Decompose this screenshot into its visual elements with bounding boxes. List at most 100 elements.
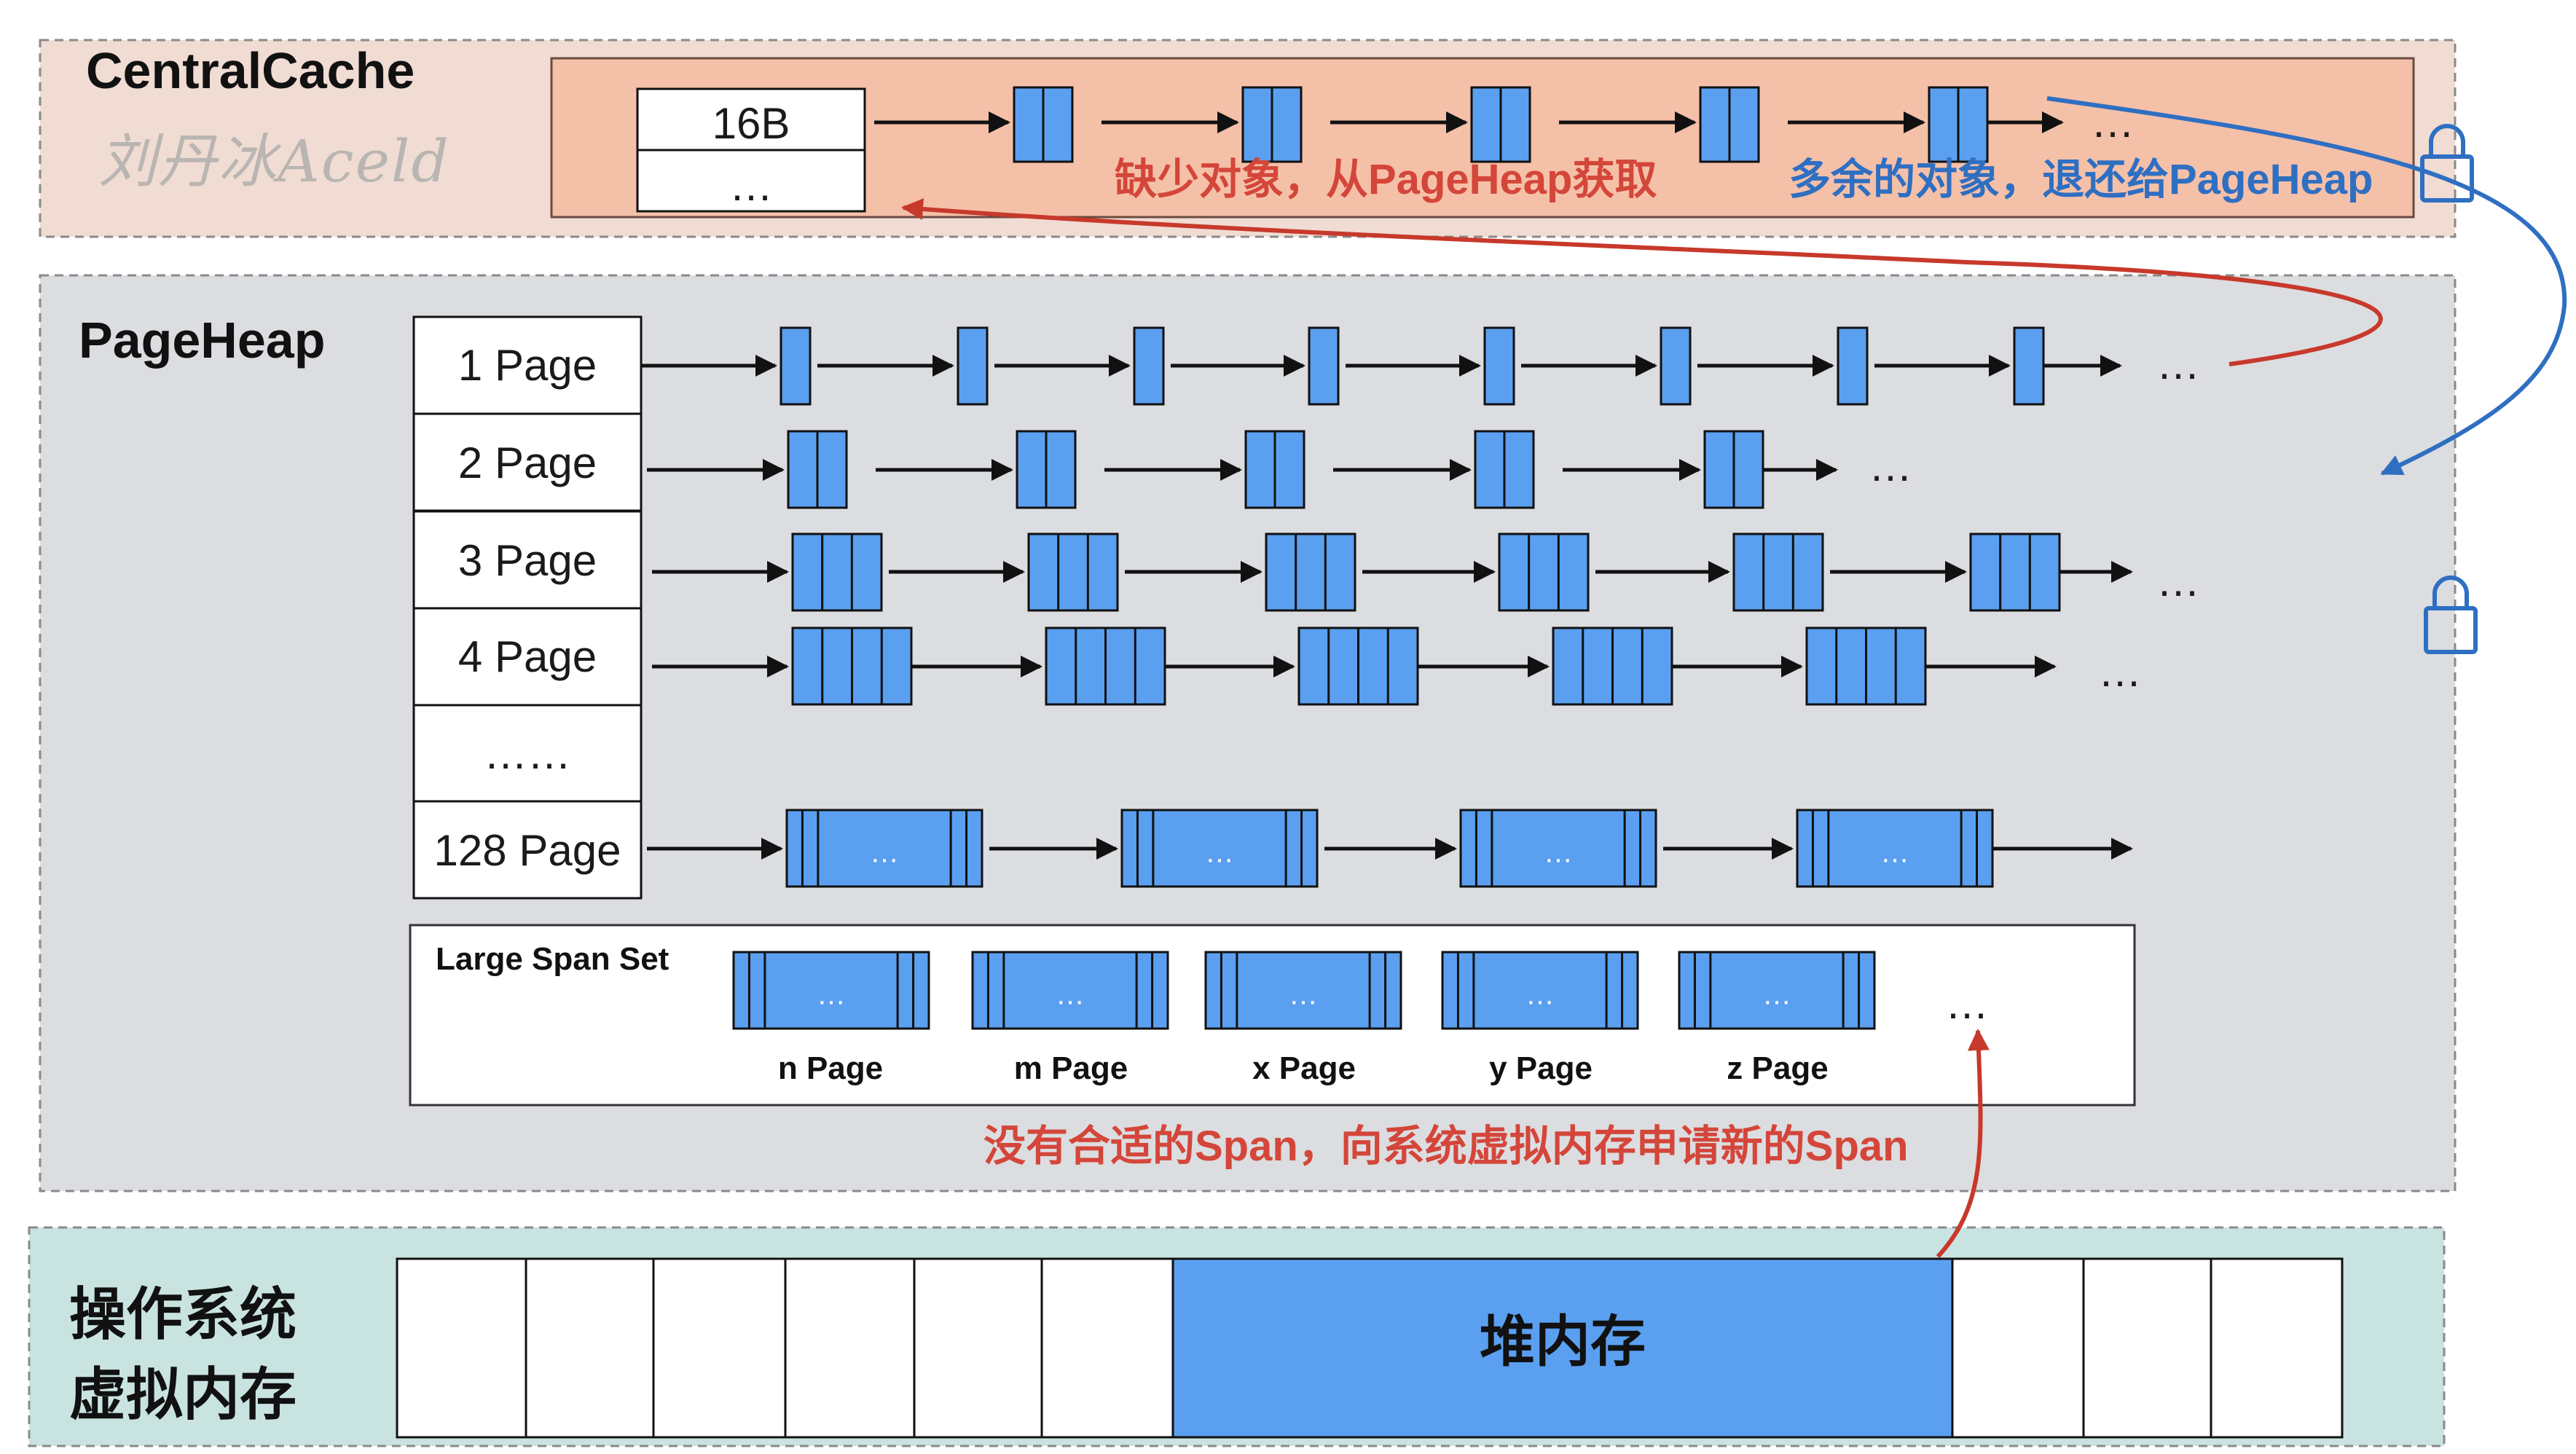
- return-arrow: [2046, 96, 2567, 476]
- virtual-memory-strip: [396, 1257, 2344, 1439]
- span-block: [787, 430, 848, 509]
- svg-text:…: …: [817, 978, 846, 1010]
- span-block: …: [971, 951, 1169, 1030]
- memory-page: [913, 1257, 1043, 1439]
- row-label-4-page: 4 Page: [458, 632, 597, 681]
- os-title-line2: 虚拟内存: [69, 1362, 297, 1426]
- table-cell: [412, 412, 643, 512]
- span-block: [1265, 533, 1356, 612]
- fetch-message: 缺少对象，从PageHeap获取: [1115, 156, 1657, 203]
- svg-text:…: …: [1289, 978, 1318, 1010]
- span-block: [1470, 86, 1531, 163]
- large-span-label: n Page: [777, 1050, 884, 1086]
- large-span-set-title: Large Span Set: [436, 941, 669, 977]
- watermark: 刘丹冰Aceld: [98, 127, 450, 195]
- central-cache-title: CentralCache: [86, 42, 415, 99]
- memory-page: [1040, 1257, 1174, 1439]
- large-span-label: x Page: [1252, 1050, 1356, 1086]
- row-label-1-page: 1 Page: [458, 341, 597, 390]
- row-label-ellipsis: ……: [484, 729, 571, 778]
- large-span-ellipsis: …: [1945, 979, 1989, 1028]
- span-block: [791, 626, 913, 706]
- span-block: …: [785, 809, 983, 888]
- span-block: [1732, 533, 1824, 612]
- svg-text:…: …: [1056, 978, 1085, 1010]
- memory-page: [396, 1257, 527, 1439]
- span-block: [1928, 86, 1989, 163]
- size-class-cell: [636, 149, 866, 213]
- row-ellipsis-3: …: [2156, 557, 2200, 605]
- span-block: [1308, 326, 1340, 406]
- memory-page: [2082, 1257, 2212, 1439]
- central-list-ellipsis: …: [2091, 98, 2135, 146]
- row-ellipsis-2: …: [1869, 441, 1912, 490]
- span-block: [1027, 533, 1119, 612]
- memory-page: [525, 1257, 655, 1439]
- span-block: [780, 326, 812, 406]
- span-block: [1241, 86, 1303, 163]
- svg-text:…: …: [1762, 978, 1791, 1010]
- span-block: …: [1120, 809, 1319, 888]
- svg-text:…: …: [1544, 836, 1573, 868]
- memory-page: [1951, 1257, 2085, 1439]
- row-ellipsis-4: …: [2098, 647, 2142, 696]
- span-block: …: [732, 951, 930, 1030]
- table-cell: [412, 704, 643, 803]
- span-block: [1699, 86, 1760, 163]
- span-block: [1552, 626, 1673, 706]
- span-block: [1805, 626, 1927, 706]
- heap-memory-block: [1171, 1257, 1954, 1439]
- size-class-cell: [636, 87, 866, 152]
- row-label-3-page: 3 Page: [458, 536, 597, 585]
- span-block: [1013, 86, 1074, 163]
- return-message: 多余的对象，退还给PageHeap: [1788, 156, 2373, 203]
- row-label-2-page: 2 Page: [458, 439, 597, 487]
- span-block: [1483, 326, 1515, 406]
- span-block: …: [1204, 951, 1402, 1030]
- span-block: [1016, 430, 1077, 509]
- lock-icon: [2420, 124, 2474, 203]
- large-span-label: z Page: [1727, 1050, 1829, 1086]
- span-block: [1498, 533, 1590, 612]
- span-block: …: [1796, 809, 1994, 888]
- new-span-message: 没有合适的Span，向系统虚拟内存申请新的Span: [983, 1123, 1909, 1170]
- table-cell: [412, 607, 643, 707]
- fetch-arrow: [901, 198, 2383, 366]
- span-block: [1660, 326, 1692, 406]
- span-block: …: [1678, 951, 1876, 1030]
- span-block: …: [1441, 951, 1639, 1030]
- span-block: …: [1459, 809, 1657, 888]
- span-block: [2013, 326, 2045, 406]
- span-block: [1045, 626, 1166, 706]
- large-span-label: y Page: [1489, 1050, 1593, 1086]
- heap-memory-label: 堆内存: [1480, 1311, 1646, 1373]
- memory-page: [784, 1257, 916, 1439]
- size-class-label: 16B: [712, 99, 790, 148]
- row-ellipsis-1: …: [2156, 339, 2200, 388]
- table-cell: [412, 510, 643, 610]
- page-size-table: [412, 315, 643, 900]
- memory-page: [2210, 1257, 2344, 1439]
- span-block: [1133, 326, 1165, 406]
- span-block: [1969, 533, 2061, 612]
- svg-text:…: …: [1525, 978, 1555, 1010]
- table-cell: [412, 800, 643, 900]
- span-block: [1244, 430, 1305, 509]
- span-block: [1703, 430, 1764, 509]
- span-lists: … … … … … … … … …: [641, 86, 2133, 1030]
- svg-text:…: …: [1205, 836, 1234, 868]
- span-block: [957, 326, 989, 406]
- size-class-ellipsis: …: [729, 161, 773, 210]
- row-label-128-page: 128 Page: [433, 826, 621, 875]
- os-title-line1: 操作系统: [69, 1282, 297, 1346]
- lock-icon: [2424, 575, 2478, 654]
- span-block: [1297, 626, 1419, 706]
- pageheap-title: PageHeap: [79, 312, 326, 369]
- new-span-arrow: [1936, 1029, 1990, 1259]
- memory-page: [652, 1257, 787, 1439]
- span-block: [791, 533, 883, 612]
- span-block: [1474, 430, 1535, 509]
- svg-text:…: …: [1880, 836, 1909, 868]
- span-block: [1837, 326, 1869, 406]
